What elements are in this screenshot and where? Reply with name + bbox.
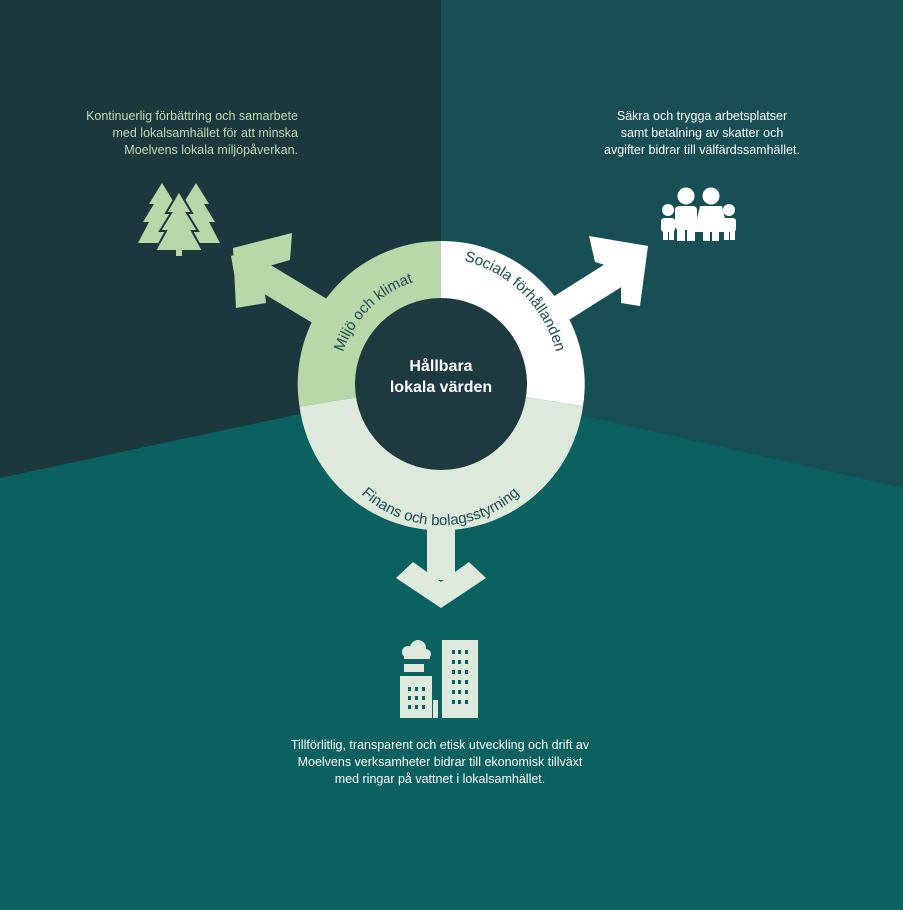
- caption-social: Säkra och trygga arbetsplatser samt beta…: [604, 109, 800, 157]
- trees-icon: [138, 183, 220, 256]
- buildings-icon: [400, 640, 478, 718]
- center-circle: [355, 298, 527, 470]
- caption-environment: Kontinuerlig förbättring och samarbete m…: [86, 109, 298, 157]
- family-icon: [661, 187, 736, 241]
- building-windows: [408, 650, 468, 709]
- center-title-line2: lokala värden: [390, 379, 492, 396]
- caption-finance: Tillförlitlig, transparent och etisk utv…: [290, 738, 590, 786]
- center-title-line1: Hållbara: [409, 357, 472, 375]
